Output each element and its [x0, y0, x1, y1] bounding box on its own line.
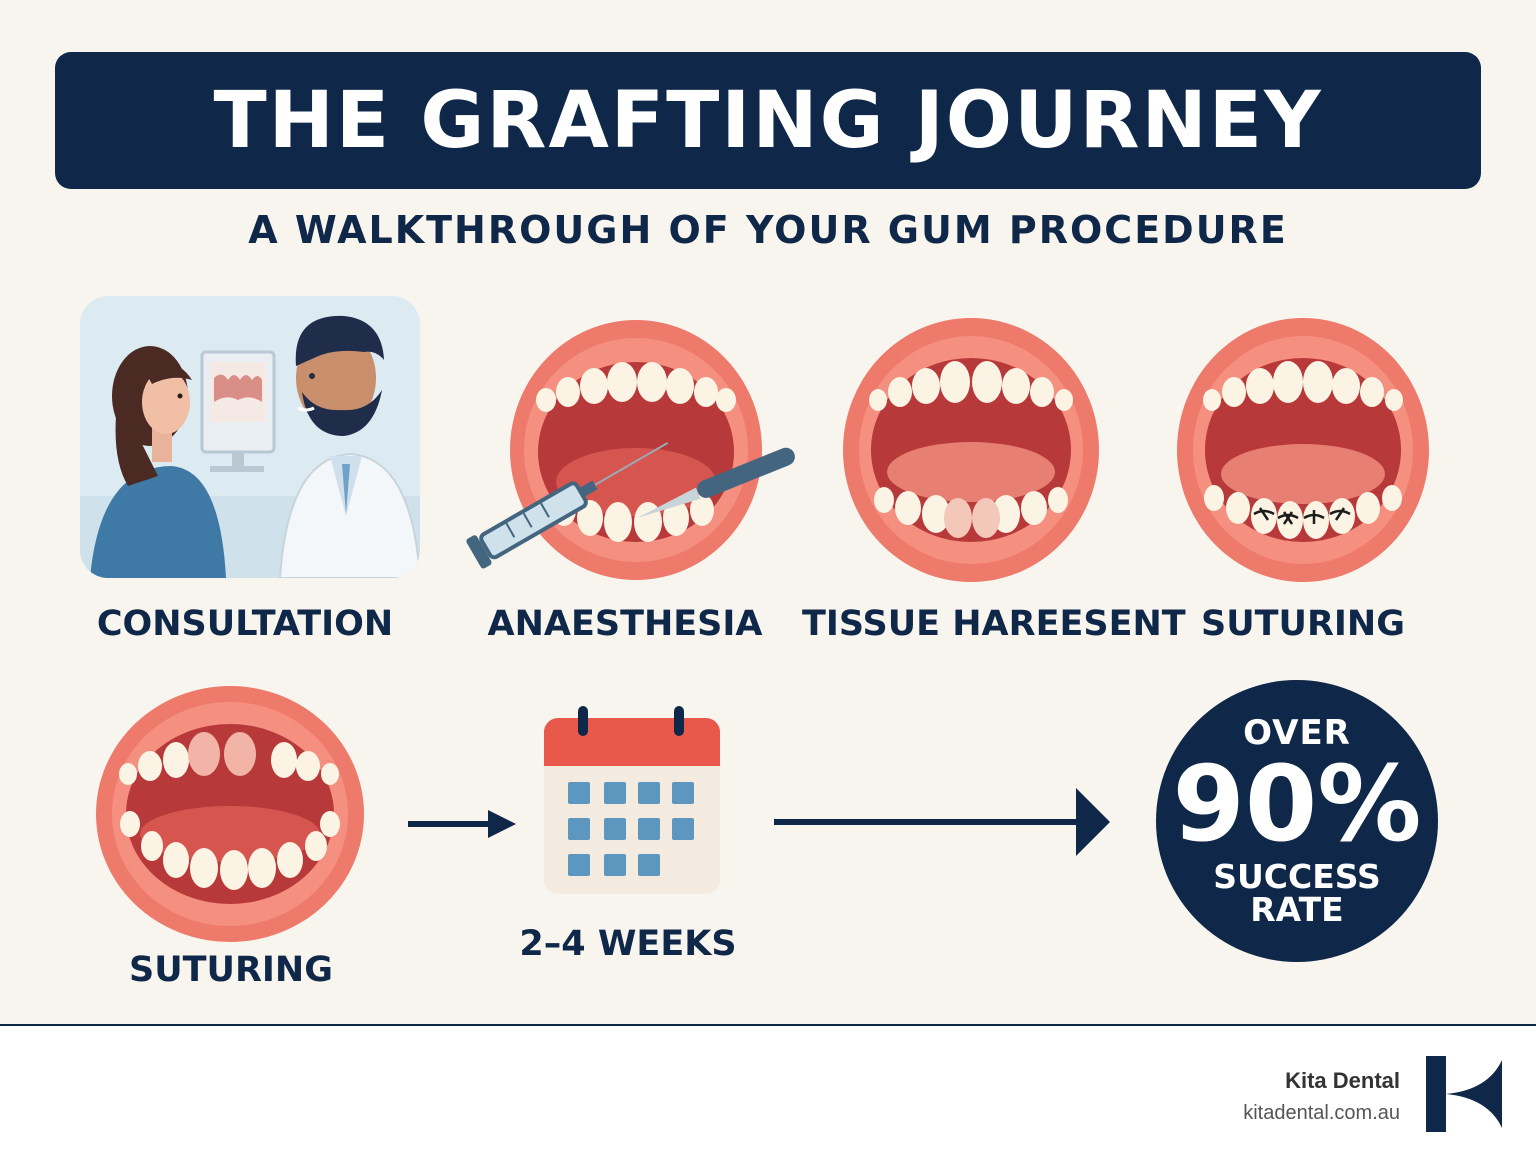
calendar-icon [544, 706, 720, 894]
brand-name: Kita Dental [1285, 1068, 1400, 1093]
consultation-illustration [80, 296, 420, 578]
brand-url[interactable]: kitadental.com.au [1243, 1102, 1400, 1124]
arrow-right-icon [408, 810, 516, 838]
step-label-tissue: TISSUE HAREESENT [802, 604, 1186, 644]
page-subtitle: A WALKTHROUGH OF YOUR GUM PROCEDURE [248, 208, 1288, 252]
success-rate-value: 90% [1172, 743, 1422, 866]
step-label-suturing-2: SUTURING [129, 950, 333, 990]
step-label-duration: 2–4 WEEKS [519, 924, 737, 964]
step-label-suturing: SUTURING [1201, 604, 1405, 644]
step-label-consultation: CONSULTATION [96, 604, 394, 644]
footer: Kita Dental kitadental.com.au [0, 1024, 1536, 1154]
title-banner: THE GRAFTING JOURNEY [55, 52, 1481, 189]
success-rate-caption: SUCCESS RATE [1213, 856, 1381, 929]
success-rate-prefix: OVER [1243, 713, 1351, 754]
healed-mouth-illustration [96, 686, 364, 942]
step-label-anaesthesia: ANAESTHESIA [487, 604, 763, 644]
kita-dental-logo-icon [1426, 1056, 1502, 1132]
tissue-mouth-illustration [843, 318, 1099, 582]
anaesthesia-mouth-illustration [466, 320, 795, 580]
page-title: THE GRAFTING JOURNEY [213, 75, 1323, 166]
success-rate-badge: OVER 90% SUCCESS RATE [1156, 680, 1438, 962]
arrow-right-long-icon [774, 788, 1110, 856]
suturing-mouth-illustration [1177, 318, 1429, 582]
